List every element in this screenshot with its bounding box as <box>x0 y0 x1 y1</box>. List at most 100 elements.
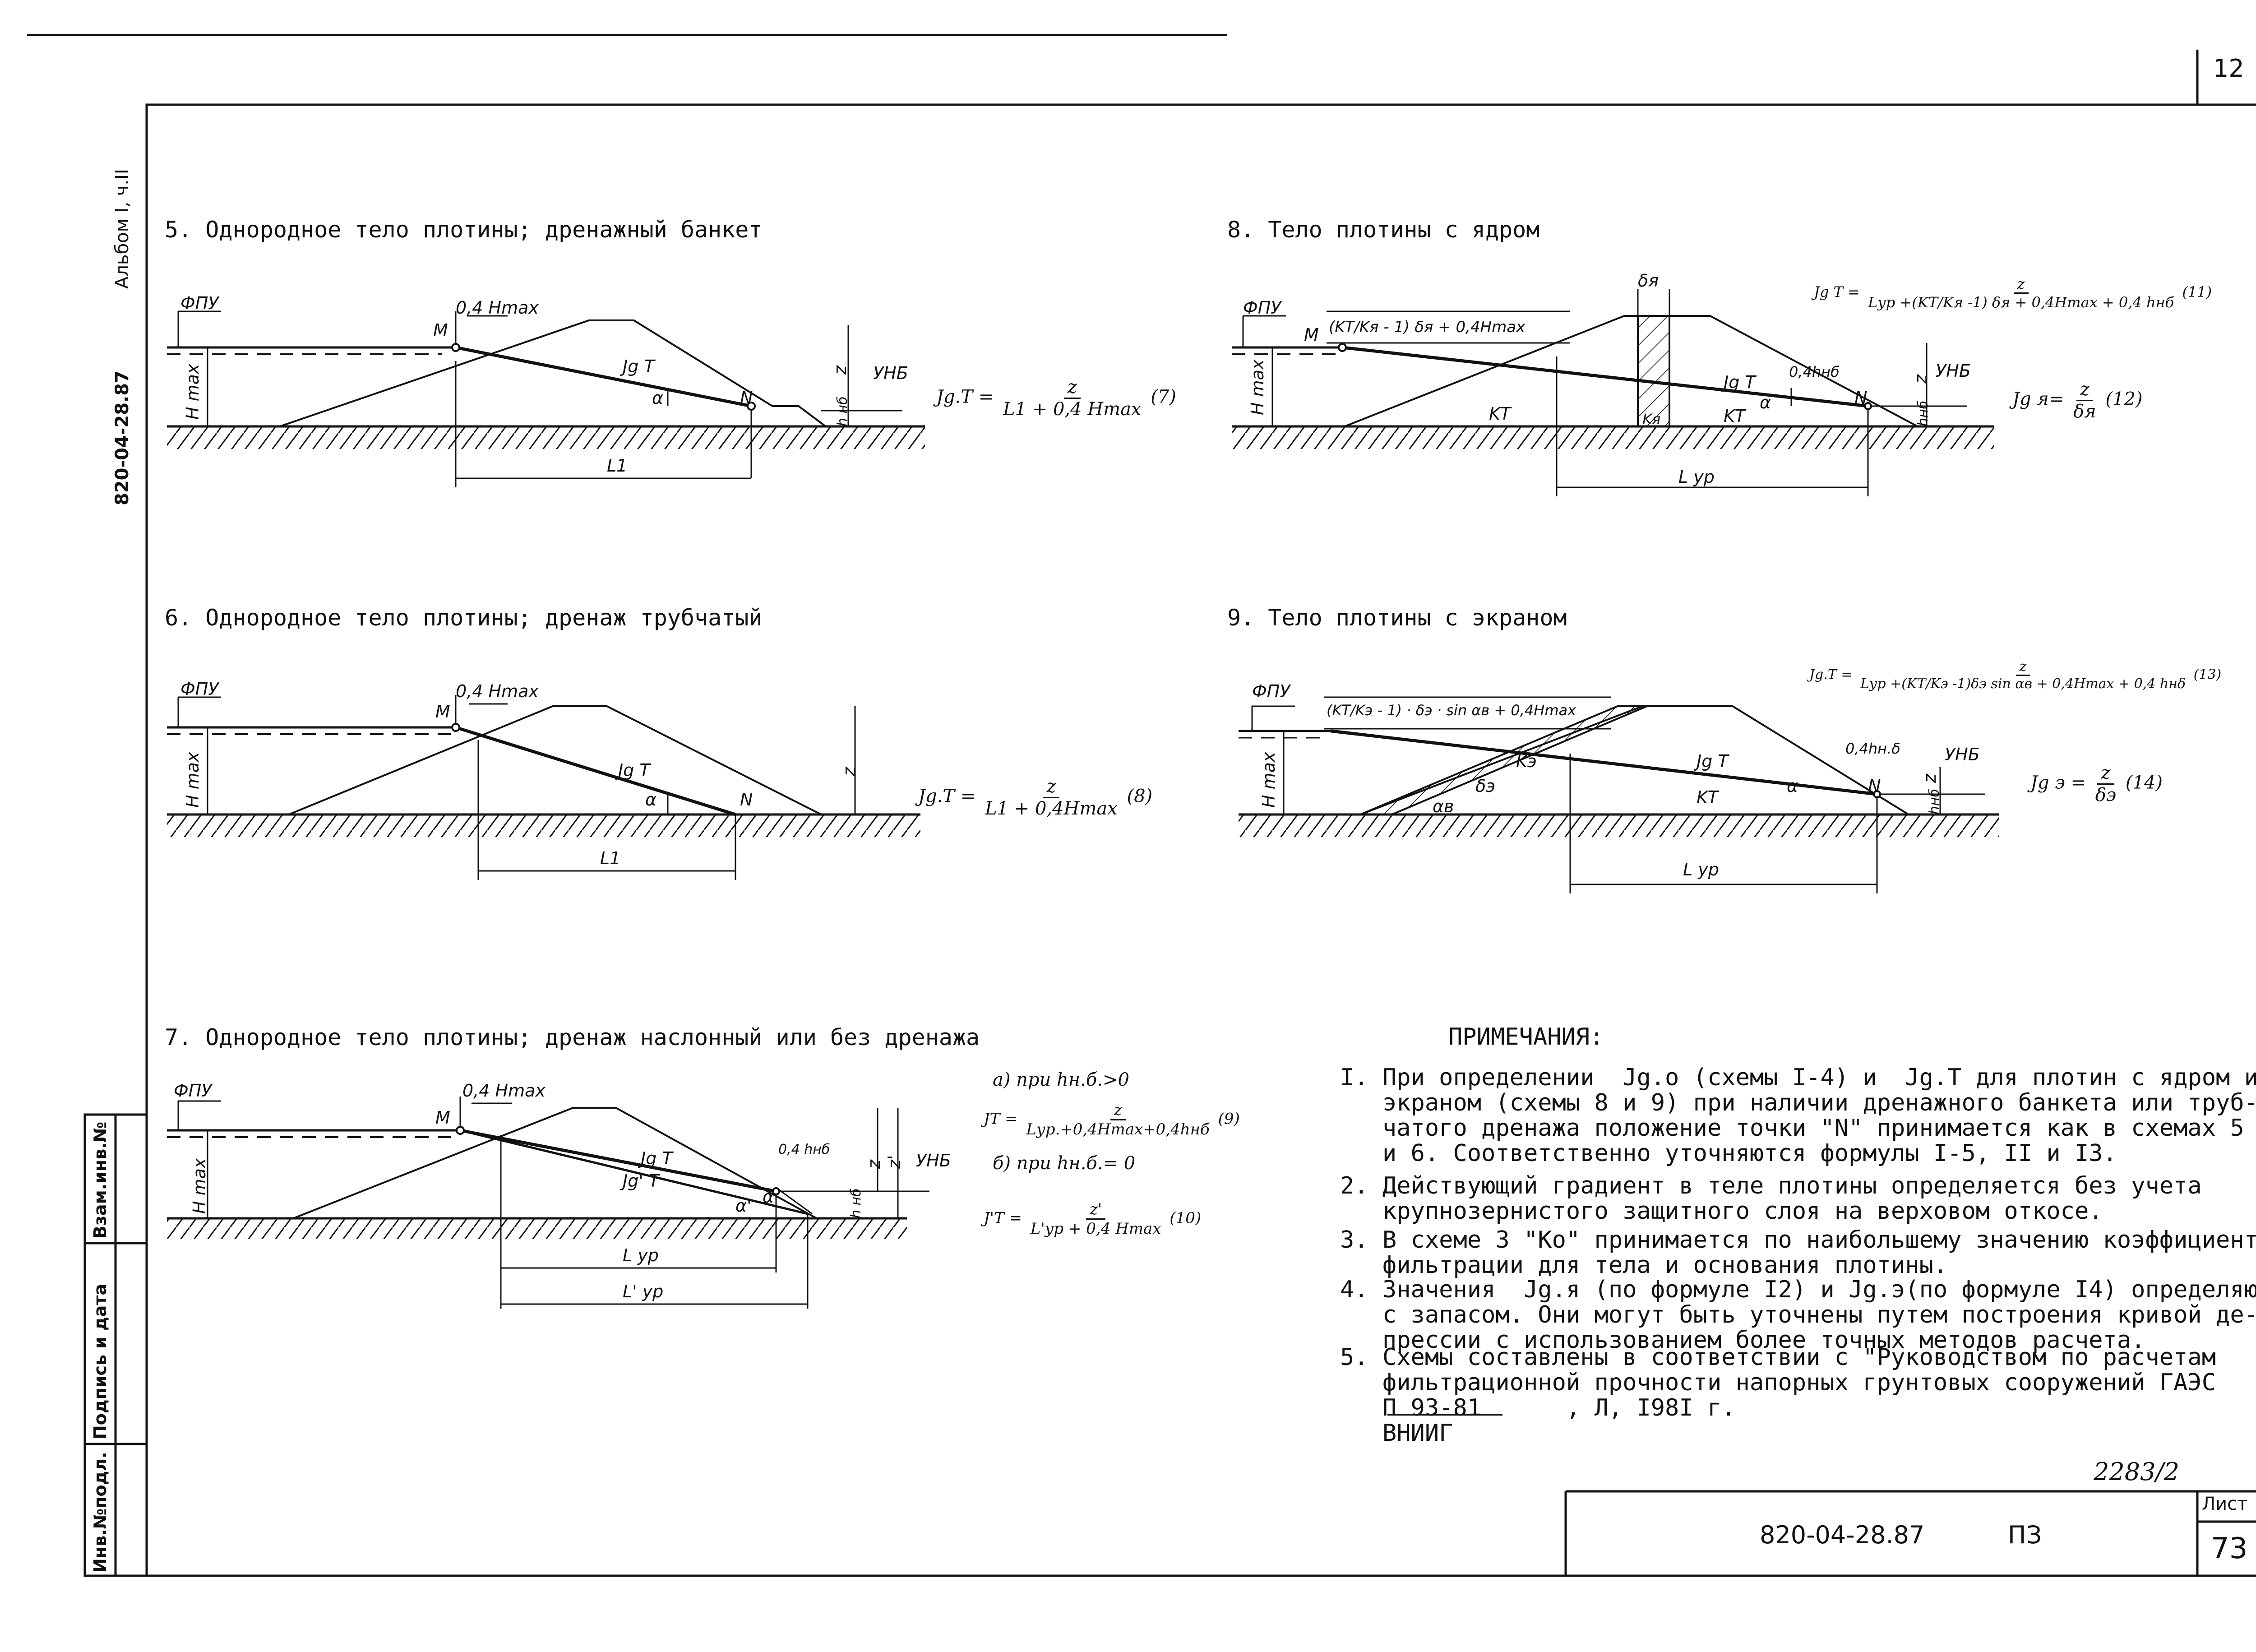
scheme7-hmax: H max <box>190 1158 209 1214</box>
drawing-frame <box>145 103 2256 1577</box>
scheme5-formula-lhs: Jg.T = <box>936 386 994 407</box>
scheme8-alpha: α <box>1760 393 1771 412</box>
scheme9-unb: УНБ <box>1945 745 1980 764</box>
scheme8-hnb: 0,4hнб <box>1789 363 1840 380</box>
scheme6-title: 6. Однородное тело плотины; дренаж трубч… <box>165 605 763 631</box>
scheme5-jdt: Jg T <box>623 356 655 376</box>
scheme6-formula-den: L1 + 0,4Hmax <box>985 798 1118 819</box>
scheme6-L: L1 <box>600 848 621 868</box>
scheme6-hmax: H max <box>183 752 203 808</box>
notes-heading: ПРИМЕЧАНИЯ: <box>1448 1023 1604 1050</box>
scheme8-kya: Kя <box>1642 411 1661 428</box>
scheme8-depression-line <box>1342 346 1868 408</box>
scheme8-core <box>1637 315 1670 427</box>
scheme8-hmax: H max <box>1248 359 1267 415</box>
scheme8-kt2: KT <box>1724 406 1746 426</box>
scheme7-fpu: ФПУ <box>174 1081 212 1101</box>
scheme8-formula2-no: (12) <box>2105 389 2143 410</box>
section-code: ПЗ <box>2008 1521 2042 1549</box>
stamp-replace-inv: Взам.инв.№ <box>90 1121 110 1239</box>
scheme7-dam-outline <box>293 1107 817 1219</box>
scheme8-N: N <box>1854 388 1868 408</box>
scheme9-formula-den: Lур +(KT/Kэ -1)δэ sin αв + 0,4Hmax + 0,4… <box>1860 676 2186 692</box>
scheme9-depression-line <box>1331 729 1877 796</box>
scheme7-alpha2: α' <box>735 1196 752 1216</box>
scheme8-L: L ур <box>1678 467 1715 487</box>
scheme8-mlabel: (KT/Kя - 1) δя + 0,4Hmax <box>1329 318 1526 336</box>
scheme8-formula-den: Lур +(KT/Kя -1) δя + 0,4Hmax + 0,4 hнб <box>1868 294 2174 311</box>
scheme8-unb: УНБ <box>1936 361 1971 381</box>
side-doc-code: 820-04-28.87 <box>112 370 133 505</box>
scheme6-jdt: Jg T <box>618 760 650 780</box>
scheme8-jdt: Jg T <box>1724 372 1756 392</box>
scheme9-z: z <box>1920 774 1940 783</box>
scheme7-case-a: а) при hн.б.>0 <box>993 1069 1129 1090</box>
scheme8-z: z <box>1911 375 1931 384</box>
scheme5-dam-outline <box>279 319 827 427</box>
scheme9-drawing <box>1239 696 1999 893</box>
scheme7-formula-b-den: L'ур + 0,4 Hmax <box>1030 1220 1161 1238</box>
scheme9-screen <box>1360 705 1647 815</box>
scheme7-hnb2: h нб <box>848 1188 864 1218</box>
scheme6-dam-outline <box>288 705 822 815</box>
scheme8-fpu: ФПУ <box>1243 298 1281 318</box>
scheme7-zp: z' <box>884 1155 904 1169</box>
scheme5-title: 5. Однородное тело плотины; дренажный ба… <box>165 217 763 243</box>
scheme5-formula-num: z <box>1063 377 1081 399</box>
scheme9-title: 9. Тело плотины с экраном <box>1227 605 1567 631</box>
scheme5-hnb: h нб <box>835 396 851 426</box>
scheme8-title: 8. Тело плотины с ядром <box>1227 217 1540 243</box>
scheme9-formula-lhs: Jg.T = <box>1809 666 1853 683</box>
album-label: Альбом I, ч.II <box>112 169 133 289</box>
scheme7-case-b: б) при hн.б.= 0 <box>993 1153 1136 1174</box>
scheme8-kt: KT <box>1489 404 1511 424</box>
scheme6-top: 0,4 Hmax <box>456 681 539 701</box>
scheme5-alpha: α <box>652 388 664 408</box>
doc-code: 820-04-28.87 <box>1760 1521 1925 1549</box>
scheme9-jdt: Jg T <box>1697 751 1729 771</box>
scheme5-fpu: ФПУ <box>180 293 219 313</box>
scheme8-formula-num: z <box>2013 275 2029 294</box>
scheme5-top: 0,4 Hmax <box>456 298 539 318</box>
scheme9-formula-no: (13) <box>2193 666 2222 683</box>
scheme7-formula-b-no: (10) <box>1170 1209 1202 1227</box>
note-5: 5. Схемы составлены в соответствии с "Ру… <box>1340 1344 2216 1447</box>
scheme7-z: z <box>864 1160 884 1169</box>
scheme6-formula-num: z <box>1043 776 1060 798</box>
scheme7-alpha: α <box>763 1187 774 1207</box>
note-4: 4. Значения Jg.я (по формуле I2) и Jg.э(… <box>1340 1276 2256 1354</box>
scheme6-z: z <box>839 767 859 776</box>
scheme7-formula-b-lhs: J'T = <box>984 1209 1022 1227</box>
scheme8-delta: δя <box>1638 271 1659 291</box>
scheme5-N: N <box>740 388 753 408</box>
scheme9-alpha: α <box>1787 776 1798 796</box>
scheme6-formula-no: (8) <box>1127 786 1153 807</box>
scheme5-formula-no: (7) <box>1151 386 1176 407</box>
scheme7-depression-line-2 <box>460 1129 808 1215</box>
scheme6-fpu: ФПУ <box>180 679 219 699</box>
scheme7-formula-a-lhs: JT = <box>984 1110 1018 1128</box>
scheme5-drawing <box>167 310 925 487</box>
scheme5-hmax: H max <box>183 364 203 420</box>
scheme7-drawing <box>167 1097 929 1309</box>
note-1: I. При определении Jg.o (схемы I-4) и Jg… <box>1340 1064 2256 1167</box>
scheme8-hnb2: hнб <box>1915 400 1931 426</box>
scheme7-title: 7. Однородное тело плотины; дренаж насло… <box>165 1024 980 1050</box>
stamp-original-inv: Инв.№подл. <box>90 1452 110 1573</box>
scheme8-formula-lhs: Jg T = <box>1814 283 1860 301</box>
sheet-number: 73 <box>2211 1532 2248 1565</box>
scheme9-hnb2: hнб <box>1927 788 1942 814</box>
scheme7-jdt: Jg T <box>641 1148 673 1168</box>
scheme6-M: M <box>435 702 450 722</box>
scheme5-L: L1 <box>607 456 628 476</box>
scheme7-M: M <box>435 1108 450 1128</box>
scheme9-mlabel: (KT/Kэ - 1) · δэ · sin αв + 0,4Hmax <box>1327 702 1576 719</box>
notes-list: I. При определении Jg.o (схемы I-4) и Jg… <box>1340 1065 2256 1480</box>
scheme9-alphab: αв <box>1433 796 1454 816</box>
scheme8-M: M <box>1304 325 1319 345</box>
